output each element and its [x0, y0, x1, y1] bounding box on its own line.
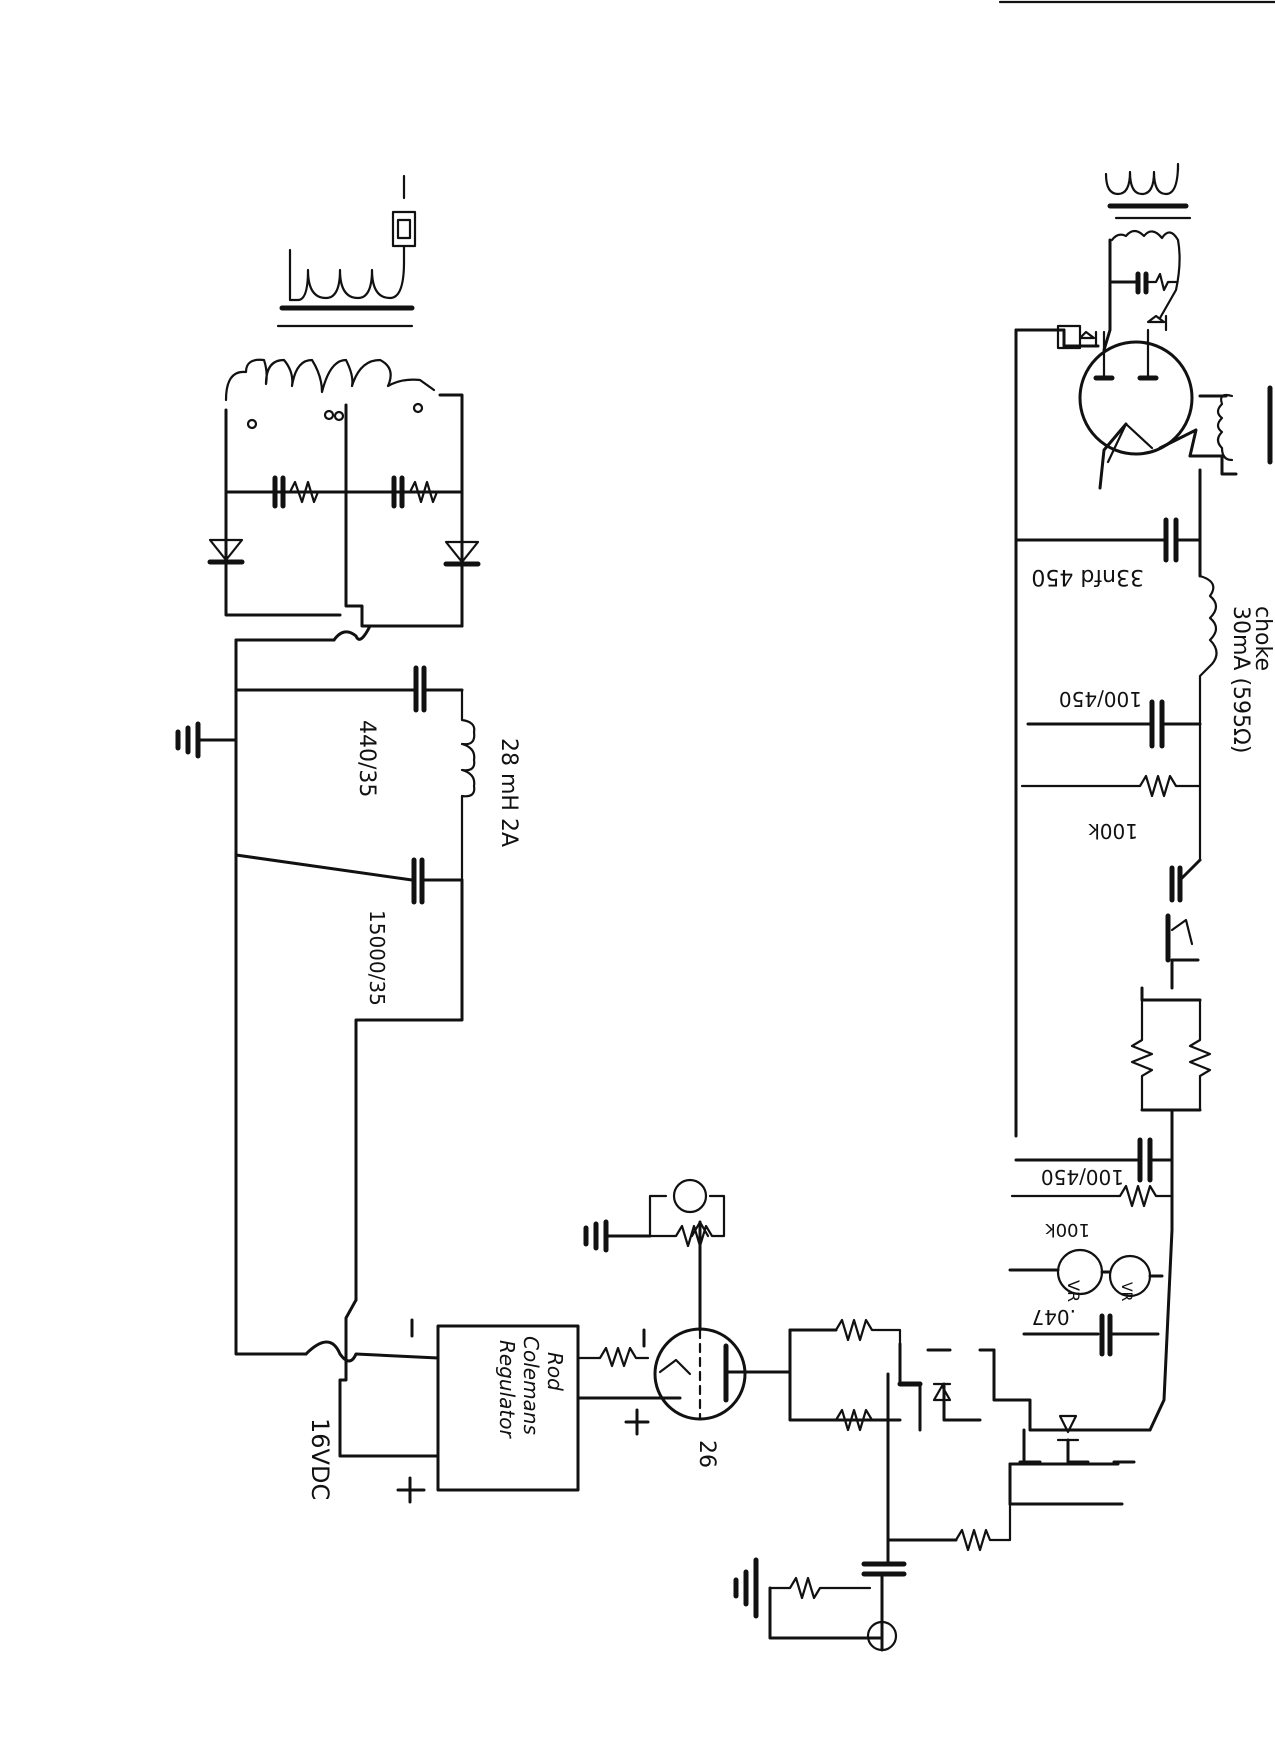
mains-transformer-primary: [276, 174, 417, 328]
cap-15000-label: 15000/35: [365, 910, 389, 1006]
rectifier-section: [207, 393, 481, 628]
regulator-wiring: [304, 1298, 440, 1504]
regulator-text-3: Regulator: [495, 1340, 519, 1439]
hv-choke-label-2: 30mA (595Ω): [1228, 606, 1253, 753]
triode-tube-26: [653, 1220, 792, 1421]
grid-bias-section: [583, 1178, 726, 1253]
rectifier-tube: [1056, 314, 1273, 490]
regulator-text-1: Rod: [543, 1352, 567, 1391]
hv-filter-chain: [1008, 468, 1218, 1432]
hv-res-low-label: 100k: [1045, 1219, 1090, 1240]
ground-symbol-1: [175, 721, 238, 759]
supply-voltage-label: 16VDC: [306, 1418, 334, 1500]
hv-res-mid-label: 100k: [1088, 819, 1138, 843]
output-network: [733, 1318, 1152, 1652]
hv-choke: [1198, 574, 1218, 862]
rectifier-diode-1: [207, 538, 245, 565]
transformer-secondary: [224, 358, 436, 430]
output-jack-icon: [866, 1620, 898, 1652]
hv-cap-bottom-label: .047: [1031, 1305, 1076, 1329]
hv-left-rail: [1014, 328, 1024, 1138]
vr-2-label: VR: [1118, 1282, 1134, 1302]
meter-icon: [672, 1178, 708, 1214]
hv-choke-label-1: choke: [1250, 606, 1275, 671]
hv-cap-top-label: 33nfd 450: [1031, 564, 1144, 589]
filter-choke: [460, 688, 476, 882]
regulator-block: Rod Colemans Regulator: [436, 1324, 580, 1492]
snubber-1: [272, 475, 328, 509]
filter-section: [175, 624, 476, 1356]
snubber-2: [391, 475, 448, 509]
hv-cap-low-label: 100/450: [1041, 1165, 1124, 1189]
hv-transformer: [1102, 162, 1192, 352]
regulator-text-2: Colemans: [519, 1336, 543, 1435]
cap-440-label: 440/35: [354, 720, 379, 797]
tube-heater-wiring: [576, 1328, 682, 1436]
vr-1-label: VR: [1064, 1280, 1083, 1302]
tube-type-label: 26: [694, 1440, 719, 1468]
choke-28mh-label: 28 mH 2A: [496, 738, 521, 847]
rectifier-diode-2: [443, 540, 481, 567]
hv-cap-mid-label: 100/450: [1059, 687, 1142, 711]
